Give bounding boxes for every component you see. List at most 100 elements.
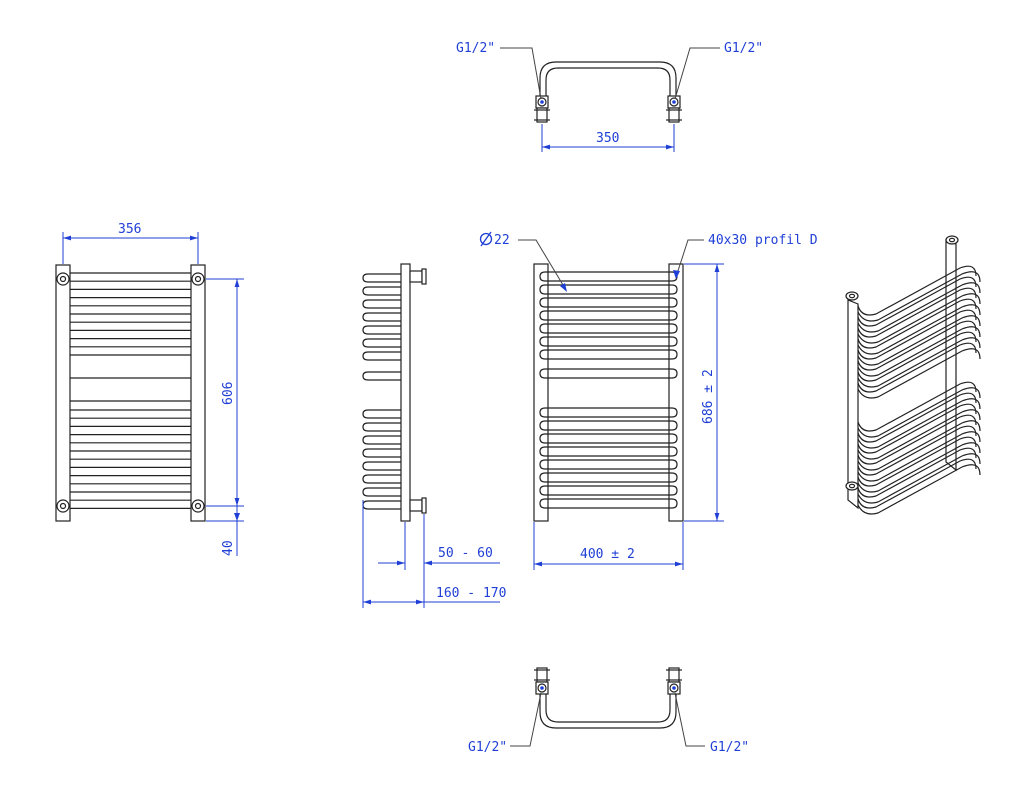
side-bar [362, 325, 401, 335]
iso-bar [857, 403, 977, 454]
bottom-valve-left [534, 667, 550, 695]
iso-bar [857, 447, 977, 498]
front-bottom-label: 40 [221, 540, 236, 556]
front-right-post [190, 264, 206, 522]
iso-bar [857, 298, 977, 349]
elevation-bar [539, 446, 678, 457]
iso-bar [857, 276, 977, 327]
leader-top-right [674, 47, 720, 100]
side-bar [362, 422, 401, 432]
side-post [400, 263, 411, 522]
side-width-label: 400 ± 2 [580, 547, 635, 562]
elevation-view: 22 40x30 profil D 686 ± 2 400 ± 2 [479, 231, 818, 570]
isometric-view [845, 235, 981, 515]
leader-bottom-right [674, 692, 705, 747]
elevation-left-post [533, 263, 549, 522]
leader-diameter [518, 239, 567, 291]
elevation-bar [539, 336, 678, 347]
bottom-valve-right [666, 667, 682, 695]
elevation-bar [539, 349, 678, 360]
side-bar [362, 435, 401, 445]
side-bar [362, 500, 401, 510]
iso-bar [857, 414, 977, 465]
bottom-thread-right-label: G1/2" [710, 740, 749, 755]
iso-valve-bottom-left [845, 481, 859, 491]
front-view: 356 606 40 [55, 222, 244, 556]
elevation-bar [539, 472, 678, 483]
side-bar [362, 461, 401, 471]
side-bar [362, 286, 401, 296]
elevation-bar [539, 284, 678, 295]
iso-bar [857, 331, 977, 382]
leader-bottom-left [510, 692, 542, 747]
total-depth-label: 160 - 170 [436, 586, 506, 601]
elevation-bar [539, 485, 678, 496]
elevation-bar [539, 420, 678, 431]
elevation-bar [539, 498, 678, 509]
elevation-bar [539, 323, 678, 334]
side-bar [362, 338, 401, 348]
bottom-pipe-outer [539, 690, 677, 729]
diameter-symbol [479, 231, 493, 247]
elevation-bar [539, 433, 678, 444]
leader-profile [675, 239, 704, 278]
side-bar [362, 312, 401, 322]
side-bar [362, 487, 401, 497]
bottom-pipe-inner [545, 690, 671, 723]
iso-left-post [847, 299, 859, 510]
top-pipe-outer [539, 61, 677, 100]
top-valve-right [666, 95, 682, 123]
tube-diameter-label: 22 [494, 233, 510, 248]
top-thread-left-label: G1/2" [456, 41, 495, 56]
elevation-bars [539, 271, 678, 509]
leader-top-left [500, 47, 542, 100]
elevation-bar [539, 310, 678, 321]
elevation-right-post [668, 263, 684, 522]
elevation-bar [539, 297, 678, 308]
side-bar [362, 409, 401, 419]
front-width-label: 356 [118, 222, 141, 237]
iso-bar [857, 425, 977, 476]
iso-bar [857, 309, 977, 360]
iso-bar [857, 436, 977, 487]
top-pipe-inner [545, 67, 671, 100]
wall-distance-label: 50 - 60 [438, 546, 493, 561]
top-valve-left [534, 95, 550, 123]
side-bar [362, 448, 401, 458]
top-view: G1/2" G1/2" 350 [456, 41, 763, 152]
front-valve-bottom-right [191, 499, 205, 513]
elevation-bar [539, 459, 678, 470]
iso-valve-top-right [945, 235, 959, 245]
front-bars [70, 272, 191, 509]
front-left-post [55, 264, 71, 522]
side-bar [362, 474, 401, 484]
bottom-thread-left-label: G1/2" [468, 740, 507, 755]
elevation-bar [539, 271, 678, 282]
side-bar [362, 351, 401, 361]
elevation-bar [539, 407, 678, 418]
iso-bars [857, 265, 981, 515]
iso-bar [857, 392, 977, 443]
front-valve-top-right [191, 272, 205, 286]
side-valve-bottom [409, 497, 427, 514]
front-valve-top-left [56, 272, 70, 286]
iso-bar [857, 381, 977, 432]
top-thread-right-label: G1/2" [724, 41, 763, 56]
iso-bar [857, 342, 977, 393]
side-view: 50 - 60 160 - 170 [362, 263, 506, 608]
front-valve-bottom-left [56, 499, 70, 513]
elevation-bar [539, 368, 678, 379]
side-valve-top [409, 268, 427, 285]
iso-valve-top-left [845, 291, 859, 301]
side-bar [362, 273, 401, 283]
side-bars [362, 273, 401, 510]
iso-bar [857, 320, 977, 371]
bottom-view: G1/2" G1/2" [468, 667, 749, 755]
profile-label: 40x30 profil D [708, 233, 818, 248]
iso-bar [857, 458, 977, 509]
iso-bar [857, 287, 977, 338]
side-height-label: 686 ± 2 [701, 369, 716, 424]
top-width-label: 350 [596, 131, 619, 146]
side-bar [362, 299, 401, 309]
